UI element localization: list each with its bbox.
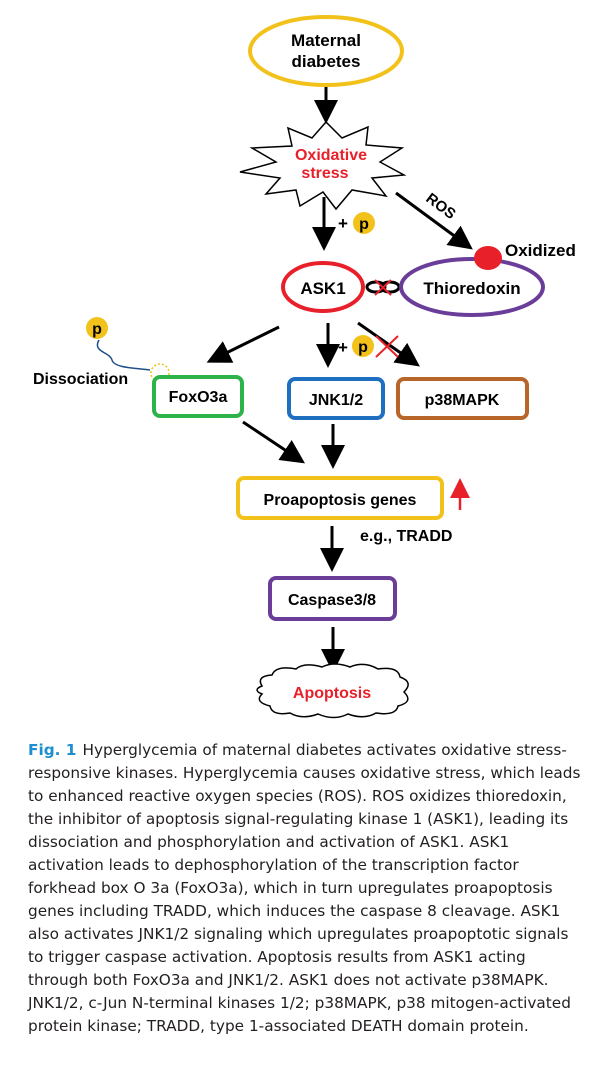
plus-sign-1: + [338,214,348,233]
arrow-ask1-to-p38 [357,321,420,367]
maternal-label-line1: Maternal [291,31,361,50]
jnk-node: JNK1/2 [287,377,385,420]
oxidized-marker-icon [474,246,502,270]
proapoptosis-genes-node: Proapoptosis genes [236,476,444,520]
oxidized-label: Oxidized [505,241,576,260]
maternal-diabetes-node: Maternal diabetes [248,15,404,87]
caption-text: Hyperglycemia of maternal diabetes activ… [28,741,581,1035]
oxidative-label-line1: Oxidative [295,147,367,164]
pathway-diagram: Maternal diabetes Oxidative stress + p R… [33,15,576,719]
svg-text:p: p [359,216,369,233]
ask1-label: ASK1 [300,279,345,298]
phosphate-icon-2: p [352,335,374,357]
figure-label: Fig. 1 [28,741,77,759]
foxo3a-node: FoxO3a [152,375,244,418]
foxo3a-label: FoxO3a [169,389,228,406]
jnk-label: JNK1/2 [309,392,363,409]
oxidative-label-line2: stress [301,165,348,182]
p38mapk-label: p38MAPK [425,392,500,409]
arrow-foxo3a-to-proapoptosis [242,420,305,464]
plus-sign-2: + [338,338,348,357]
p38mapk-node: p38MAPK [396,377,529,420]
caspase-node: Caspase3/8 [268,576,397,621]
svg-text:p: p [358,339,368,356]
vacant-phosphate-site-icon [150,363,170,383]
thioredoxin-node: Thioredoxin [399,257,545,317]
arrow-ask1-to-foxo3a [206,325,280,363]
maternal-label-line2: diabetes [292,52,361,71]
ask1-node: ASK1 [281,261,365,313]
apoptosis-label: Apoptosis [293,685,371,702]
caspase-label: Caspase3/8 [288,592,376,609]
example-tradd-label: e.g., TRADD [360,528,452,545]
red-cross-icon [375,335,399,358]
oxidative-stress-node: Oxidative stress [239,120,407,211]
apoptosis-node: Apoptosis [256,663,409,719]
phosphate-icon-detached: p [86,317,108,339]
phosphate-icon-1: p [353,212,375,234]
arrow-ros-to-thioredoxin [395,191,473,250]
proapoptosis-label: Proapoptosis genes [264,492,417,509]
svg-text:p: p [92,321,102,338]
thioredoxin-label: Thioredoxin [423,279,520,298]
red-cross-icon [374,279,392,296]
dissociation-tether [96,339,151,371]
dissociation-label: Dissociation [33,371,128,388]
